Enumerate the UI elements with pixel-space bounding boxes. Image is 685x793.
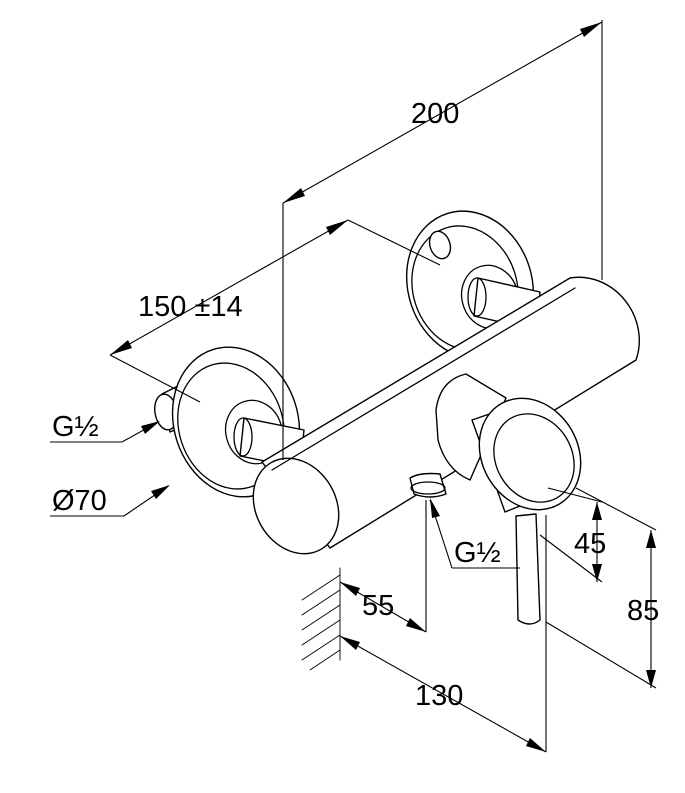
dimension-200: 200 [282, 20, 603, 460]
callout-inlet-thread: G½ [50, 411, 160, 443]
dimension-label-55: 55 [362, 590, 394, 622]
dimension-label-85: 85 [627, 595, 659, 627]
dimension-85: 85 [545, 487, 659, 689]
label-flange-diameter: Ø70 [52, 485, 107, 517]
mixer-lever [435, 373, 582, 625]
wall-hatching [301, 567, 341, 671]
label-outlet-thread: G½ [454, 537, 501, 569]
label-inlet-thread: G½ [52, 411, 99, 443]
dimension-label-130: 130 [415, 680, 463, 712]
dimension-label-200: 200 [411, 98, 459, 130]
dimension-45: 45 [539, 487, 606, 583]
dimension-55: 55 [339, 500, 427, 633]
dimension-label-150: 150 ±14 [138, 291, 243, 323]
dimension-130: 130 [339, 515, 547, 753]
dimension-150: 150 ±14 [109, 219, 441, 403]
outlet-spout [409, 472, 447, 498]
dimension-label-45: 45 [574, 528, 606, 560]
callout-outlet-thread: G½ [429, 498, 520, 569]
callout-flange-diameter: Ø70 [50, 485, 170, 517]
